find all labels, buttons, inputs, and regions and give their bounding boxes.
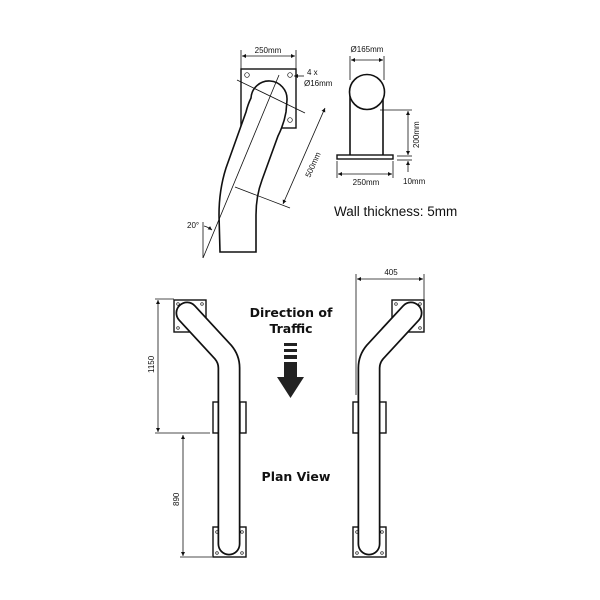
end-view: Ø165mm 200mm 10mm 250mm (336, 45, 426, 187)
bolt-hole (240, 551, 244, 555)
thickness-label: 10mm (403, 177, 426, 186)
bolt-hole (287, 72, 293, 78)
length-label: 500mm (304, 150, 323, 178)
extension-line (234, 186, 291, 209)
tube-fill (359, 303, 421, 554)
straight-section-label: 890 (172, 492, 181, 506)
center-line (202, 74, 280, 259)
bolt-hole (418, 326, 422, 330)
arrow-stripe (284, 349, 297, 352)
height-label: 200mm (412, 121, 421, 148)
bolt-hole (244, 72, 250, 78)
hole-diameter-label: Ø16mm (304, 79, 333, 88)
traffic-direction: Direction of Traffic Plan View (250, 305, 333, 484)
arrow-shaft (284, 362, 297, 378)
bolt-hole (394, 302, 398, 306)
direction-label-line1: Direction of (250, 305, 333, 320)
base-width-label: 250mm (353, 178, 380, 187)
diameter-label: Ø165mm (351, 45, 384, 54)
arrow-head (277, 377, 304, 398)
bolt-hole (215, 551, 219, 555)
extension-line (236, 79, 306, 114)
wall-thickness-note: Wall thickness: 5mm (334, 204, 457, 219)
bolt-hole (240, 530, 244, 534)
bolt-hole (176, 302, 180, 306)
plate-width-label: 250mm (255, 46, 282, 55)
holes-count-label: 4 x (307, 68, 318, 77)
bolt-hole (200, 302, 204, 306)
plan-right-barrier: 405 (352, 268, 425, 558)
angle-label: 20° (187, 221, 199, 230)
length-dimension (282, 107, 326, 205)
angle-arc (203, 225, 213, 231)
side-tube (218, 80, 288, 253)
bolt-hole (176, 326, 180, 330)
bolt-hole (355, 551, 359, 555)
plan-view-title: Plan View (262, 469, 331, 484)
direction-label-line2: Traffic (269, 321, 312, 336)
bolt-hole (380, 530, 384, 534)
side-plate (239, 401, 247, 434)
arrow-stripe (284, 355, 297, 359)
arrow-stripe (284, 343, 297, 346)
bolt-hole (418, 302, 422, 306)
base-plate (336, 154, 394, 160)
bolt-hole (380, 551, 384, 555)
side-view: 20° 500mm 250mm 4 x Ø16mm (187, 46, 333, 259)
tube-fill (177, 303, 239, 554)
tube-section (348, 73, 386, 111)
down-arrow-icon (277, 343, 304, 398)
offset-label: 405 (384, 268, 398, 277)
angled-section-label: 1150 (147, 355, 156, 373)
plan-left-barrier: 1150 890 (147, 298, 247, 558)
bolt-hole (287, 117, 293, 123)
